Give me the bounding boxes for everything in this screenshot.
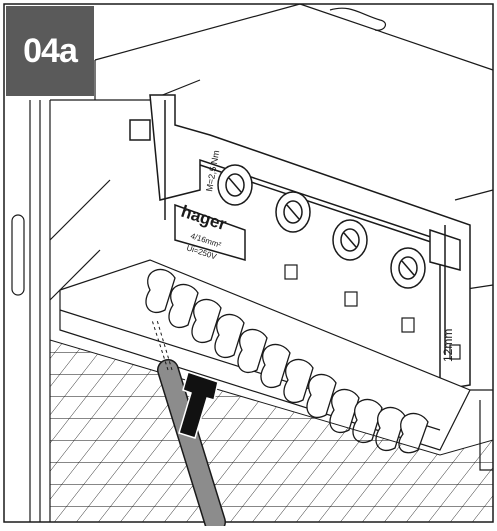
strip-length-label: 12mm <box>441 329 455 362</box>
up-arrow-icon <box>178 371 219 439</box>
step-badge: 04a <box>6 6 94 96</box>
screw-terminal-icon <box>217 164 426 289</box>
floor-grid <box>49 339 494 523</box>
marker-squares <box>284 264 461 360</box>
cable-icon <box>151 319 226 531</box>
